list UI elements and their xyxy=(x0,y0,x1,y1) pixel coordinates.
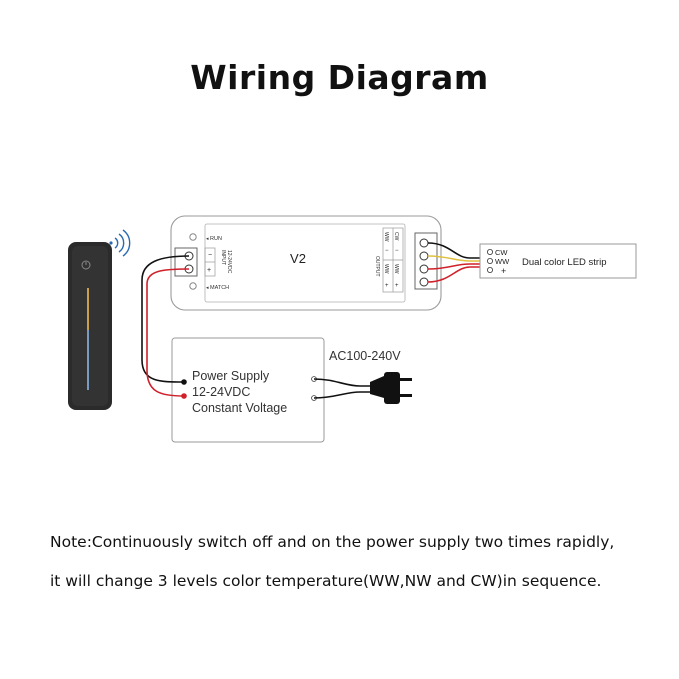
svg-text:+: + xyxy=(395,283,399,289)
input-voltage-label: 12-24VDC xyxy=(226,250,232,274)
ac-input-label: AC100-240V xyxy=(329,349,401,363)
remote-power-button[interactable] xyxy=(81,260,91,270)
output-terminal-label-1: WW xyxy=(383,232,389,242)
power-supply-line-1: Power Supply xyxy=(192,369,270,383)
svg-text:◂: ◂ xyxy=(206,236,209,242)
svg-text:◂: ◂ xyxy=(206,285,209,291)
power-supply-line-2: 12-24VDC xyxy=(192,385,250,399)
led-strip-label: Dual color LED strip xyxy=(522,257,606,268)
led-terminal-cw: CW xyxy=(495,248,508,257)
controller-box: RUN MATCH ◂ ◂ − + INPUT 12-24VDC V2 OUTP… xyxy=(170,215,442,311)
ac-plug-icon xyxy=(313,372,412,404)
svg-text:−: − xyxy=(385,248,389,254)
match-label: MATCH xyxy=(210,285,229,291)
output-terminal-label-0: CW xyxy=(393,232,399,241)
led-terminal-ww: WW xyxy=(495,257,510,266)
note-line-2: it will change 3 levels color temperatur… xyxy=(50,572,602,590)
output-terminal-label-2: WW xyxy=(383,264,389,274)
run-label: RUN xyxy=(210,236,222,242)
svg-text:−: − xyxy=(395,248,399,254)
output-wires xyxy=(427,242,486,283)
page-title: Wiring Diagram xyxy=(190,58,489,97)
input-minus-sign: − xyxy=(208,252,212,259)
svg-text:+: + xyxy=(385,283,389,289)
wireless-signal-icon xyxy=(109,229,131,257)
output-terminal-block xyxy=(414,232,438,290)
power-supply-box: Power Supply 12-24VDC Constant Voltage xyxy=(171,337,325,443)
remote-control xyxy=(68,242,112,410)
match-button[interactable] xyxy=(189,282,197,290)
input-label: INPUT xyxy=(220,250,226,265)
note-line-1: Note:Continuously switch off and on the … xyxy=(50,533,615,551)
controller-model-label: V2 xyxy=(290,251,306,266)
dc-input-wires xyxy=(141,255,190,397)
led-strip: CW WW + Dual color LED strip xyxy=(479,243,637,279)
power-supply-line-3: Constant Voltage xyxy=(192,401,287,415)
run-indicator xyxy=(189,233,197,241)
led-terminal-plus: + xyxy=(501,266,506,276)
output-terminal-label-3: WW xyxy=(393,264,399,274)
input-plus-sign: + xyxy=(207,267,211,274)
output-label: OUTPUT xyxy=(374,256,380,277)
